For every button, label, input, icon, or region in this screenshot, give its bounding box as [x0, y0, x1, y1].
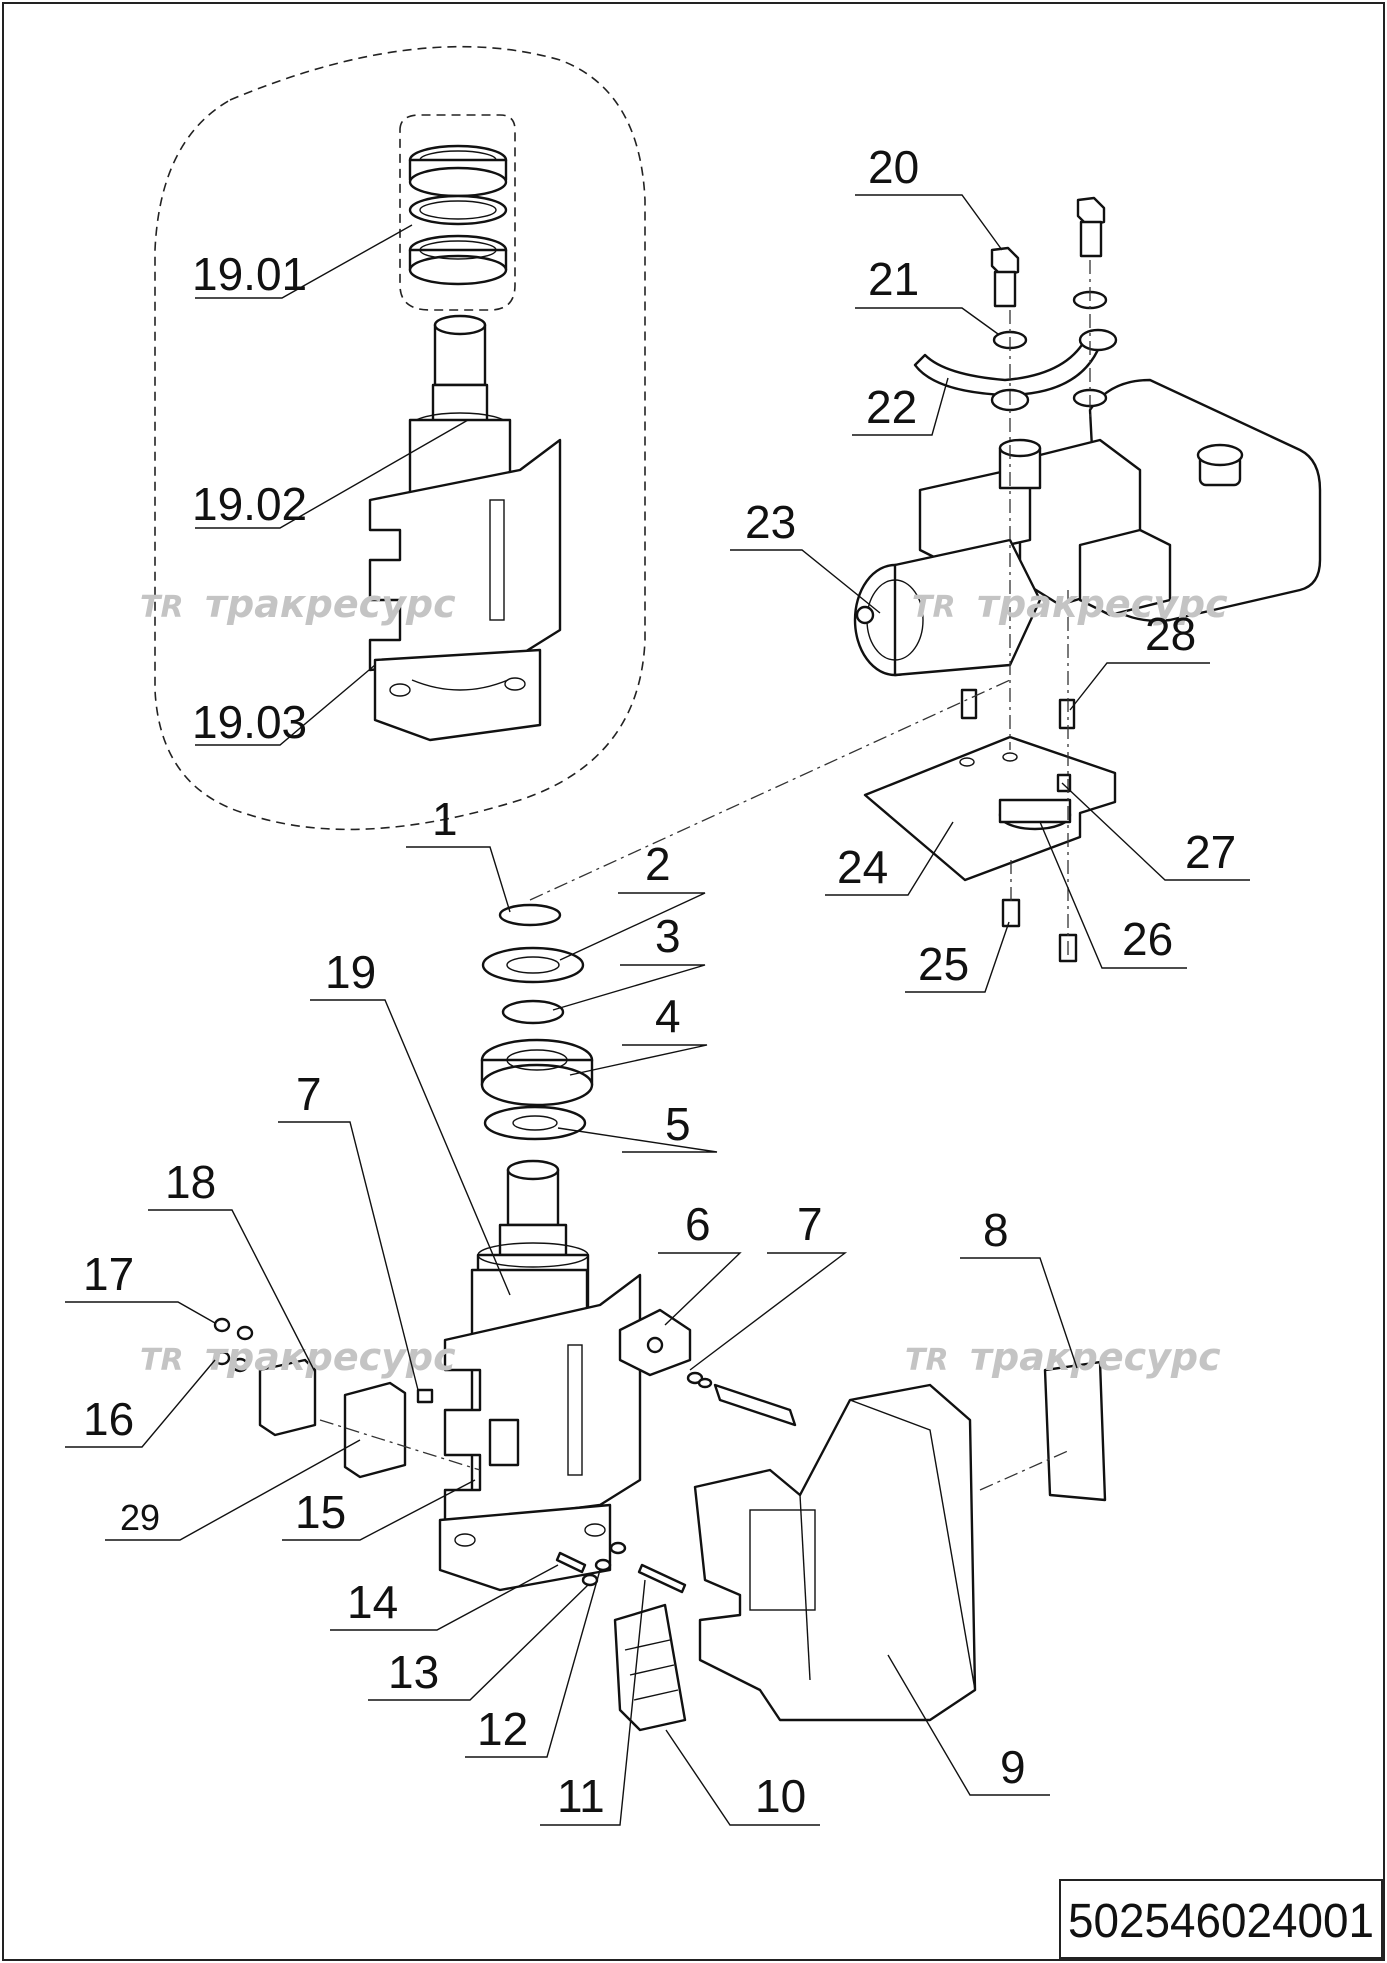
callout-14: 14: [347, 1576, 398, 1628]
part-28-bolt: [1058, 698, 1076, 730]
callout-19-01: 19.01: [192, 248, 307, 300]
callout-24: 24: [837, 841, 888, 893]
drawing-number: 502546024001: [1068, 1895, 1374, 1948]
seal-kit-boundary: [399, 114, 516, 311]
bearing-stack: [480, 679, 1011, 1141]
part-25-bolt: [1001, 898, 1021, 928]
callout-26: 26: [1122, 913, 1173, 965]
callout-16: 16: [83, 1393, 134, 1445]
part-9-cover: [693, 1383, 977, 1722]
part-19-01-seal-rings: [408, 144, 508, 286]
part-14-bolt: [555, 1551, 587, 1574]
callout-23: 23: [745, 496, 796, 548]
bottom-fasteners: [555, 1541, 687, 1594]
callout-7a: 7: [296, 1068, 322, 1120]
callout-28: 28: [1145, 608, 1196, 660]
callout-19-03: 19.03: [192, 696, 307, 748]
callout-13: 13: [388, 1646, 439, 1698]
callout-18: 18: [165, 1156, 216, 1208]
callout-15: 15: [295, 1486, 346, 1538]
part-19-03-cylinder-body: [368, 418, 562, 742]
callout-27: 27: [1185, 826, 1236, 878]
hydraulic-power-unit: [853, 196, 1322, 963]
leader-lines: [65, 194, 1250, 1826]
callout-11: 11: [557, 1770, 605, 1822]
part-13-washer: [581, 1573, 599, 1587]
part-6-bracket: [618, 1308, 797, 1427]
callout-labels: 19.01 19.02 19.03 20 21 22 23 28 24 27 2…: [83, 141, 1236, 1822]
callout-25: 25: [918, 938, 969, 990]
callout-20: 20: [868, 141, 919, 193]
callout-5: 5: [665, 1098, 691, 1150]
part-8-label-plate: [1043, 1360, 1107, 1502]
callout-7b: 7: [797, 1198, 823, 1250]
callout-8: 8: [983, 1204, 1009, 1256]
callout-4: 4: [655, 990, 681, 1042]
part-19-cylinder-assembly: [438, 1159, 642, 1592]
part-24-mounting-plate: [863, 735, 1117, 882]
part-11-screw: [637, 1563, 687, 1594]
part-18-switch: [258, 1358, 317, 1437]
watermark-logo: TR: [912, 590, 956, 625]
watermark-2: TR тракресурс: [912, 582, 1228, 626]
callout-9: 9: [1000, 1741, 1026, 1793]
callout-19: 19: [325, 946, 376, 998]
watermark-text: тракресурс: [205, 582, 456, 626]
detail-boundary: [154, 45, 646, 831]
watermark-3: TR тракресурс: [140, 1335, 456, 1379]
part-1-retaining-ring: [498, 903, 562, 927]
callout-10: 10: [755, 1770, 806, 1822]
watermark-logo: TR: [905, 1343, 949, 1378]
callout-17: 17: [83, 1248, 134, 1300]
watermark-logo: TR: [140, 590, 184, 625]
part-10-step-grate: [613, 1603, 687, 1732]
left-switch-parts: [213, 1317, 481, 1479]
callout-2: 2: [645, 838, 671, 890]
part-16-nut: [213, 1350, 231, 1366]
part-15-pin: [488, 1418, 520, 1467]
part-17-nut: [213, 1317, 231, 1333]
part-12-washer: [594, 1558, 612, 1572]
part-5-shim: [483, 1105, 587, 1141]
part-2-washer: [481, 946, 585, 984]
callout-21: 21: [868, 253, 919, 305]
callout-6: 6: [685, 1198, 711, 1250]
callout-19-02: 19.02: [192, 478, 307, 530]
watermark-text: тракресурс: [970, 1335, 1221, 1379]
watermark-text: тракресурс: [977, 582, 1228, 626]
watermark-text: тракресурс: [205, 1335, 456, 1379]
callout-1: 1: [432, 793, 458, 845]
part-3-seal: [501, 999, 565, 1025]
callout-3: 3: [655, 910, 681, 962]
callout-12: 12: [477, 1703, 528, 1755]
detail-group-19: [154, 45, 646, 831]
title-block: 502546024001: [1059, 1879, 1383, 1959]
part-29-block: [343, 1381, 407, 1479]
part-20-banjo-bolts: [990, 196, 1106, 308]
watermark-logo: TR: [140, 1343, 184, 1378]
watermark-4: TR тракресурс: [905, 1335, 1221, 1379]
callout-29: 29: [120, 1497, 160, 1538]
watermark-1: TR тракресурс: [140, 582, 456, 626]
callout-22: 22: [866, 381, 917, 433]
